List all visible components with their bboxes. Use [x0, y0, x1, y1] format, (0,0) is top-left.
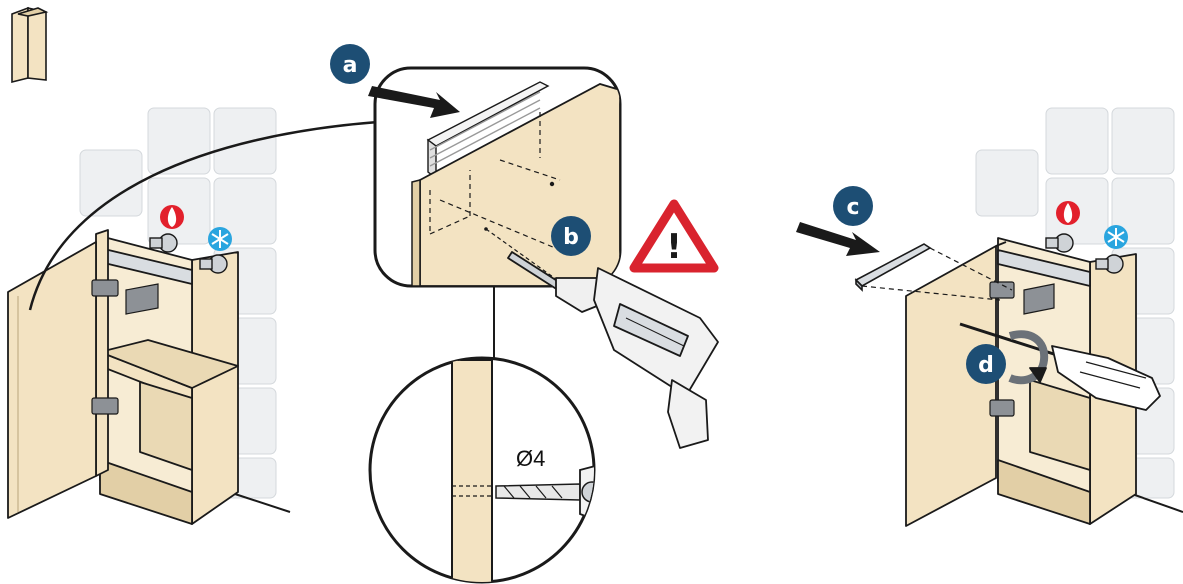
svg-text:b: b: [563, 225, 579, 250]
step-badge-b: b: [551, 216, 591, 256]
warning-symbol: !: [666, 227, 682, 267]
svg-text:d: d: [978, 353, 994, 378]
right-cabinet-scene: [796, 107, 1183, 527]
arrow-a: [368, 86, 460, 118]
zoom-detail: [368, 66, 622, 288]
zoom-connector-line: [28, 120, 379, 311]
step-badge-c: c: [833, 186, 873, 226]
snowflake-icon: [1104, 225, 1128, 249]
screwdriver: [959, 322, 1161, 411]
step-badge-a: a: [330, 44, 370, 84]
drill-depth-detail: Ø4: [368, 356, 596, 584]
arrow-c: [796, 222, 880, 256]
flame-icon: [1056, 201, 1080, 225]
side-panel-icon: [11, 6, 49, 84]
drill-diameter-label: Ø4: [516, 446, 545, 471]
flame-icon: [160, 205, 184, 229]
step-badge-d: d: [966, 344, 1006, 384]
svg-text:c: c: [846, 195, 859, 220]
drill: [485, 228, 719, 449]
warning-icon: !: [629, 199, 719, 273]
snowflake-icon: [208, 227, 232, 251]
svg-text:a: a: [343, 53, 358, 78]
left-cabinet-scene: [7, 107, 291, 525]
